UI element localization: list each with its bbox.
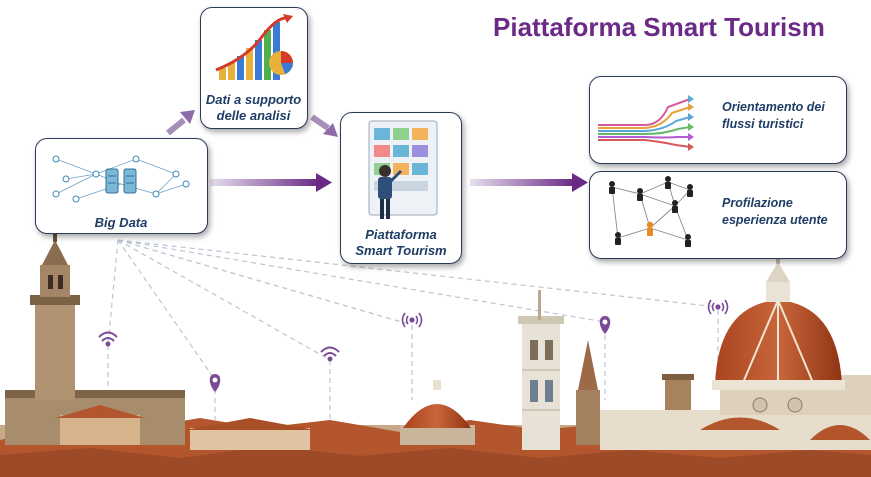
- wifi-icon: [707, 299, 729, 315]
- profilazione-label: Profilazione esperienza utente: [722, 195, 846, 229]
- user-network-icon: [609, 176, 693, 247]
- campanile: [518, 316, 564, 450]
- arrow-bigdata-to-platform: [210, 173, 332, 192]
- big-data-label: Big Data: [94, 215, 148, 230]
- orientamento-label-line-1: Orientamento dei: [722, 100, 825, 114]
- arrow-bigdata-to-dati: [166, 110, 195, 136]
- dati-card: Dati a supporto delle analisi: [200, 7, 308, 129]
- duomo-dome: [712, 252, 845, 413]
- wifi-icon: [98, 331, 118, 347]
- dati-label-line-1: Dati a supporto: [205, 92, 302, 107]
- location-pin-icon: [209, 374, 221, 392]
- platform-label-line-1: Piattaforma: [365, 227, 437, 242]
- page-title: Piattaforma Smart Tourism: [493, 12, 825, 42]
- platform-label: Piattaforma Smart Tourism: [341, 227, 461, 259]
- network-icon: [52, 155, 190, 203]
- wifi-icon: [401, 312, 423, 328]
- arrow-platform-to-outputs: [470, 173, 588, 192]
- bar-chart-icon: [215, 14, 293, 80]
- small-dome: [400, 380, 475, 445]
- orientamento-card: Orientamento dei flussi turistici: [589, 76, 847, 164]
- arrow-dati-to-platform: [310, 114, 338, 137]
- orientamento-label: Orientamento dei flussi turistici: [722, 99, 842, 133]
- profilazione-card: Profilazione esperienza utente: [589, 171, 847, 259]
- dati-label: Dati a supporto delle analisi: [201, 92, 306, 124]
- profilazione-label-line-1: Profilazione: [722, 196, 793, 210]
- platform-label-line-2: Smart Tourism: [355, 243, 447, 258]
- wifi-icon: [320, 346, 340, 362]
- location-pin-icon: [599, 316, 611, 334]
- profilazione-label-line-2: esperienza utente: [722, 213, 828, 227]
- connection-lines: [107, 239, 719, 430]
- palazzo-vecchio: [5, 228, 185, 445]
- dati-label-line-2: delle analisi: [216, 108, 291, 123]
- touchscreen-user-icon: [368, 120, 438, 219]
- flow-lines-icon: [598, 95, 694, 151]
- big-data-card: Big Data: [35, 138, 208, 234]
- orientamento-label-line-2: flussi turistici: [722, 117, 804, 131]
- platform-card: Piattaforma Smart Tourism: [340, 112, 462, 264]
